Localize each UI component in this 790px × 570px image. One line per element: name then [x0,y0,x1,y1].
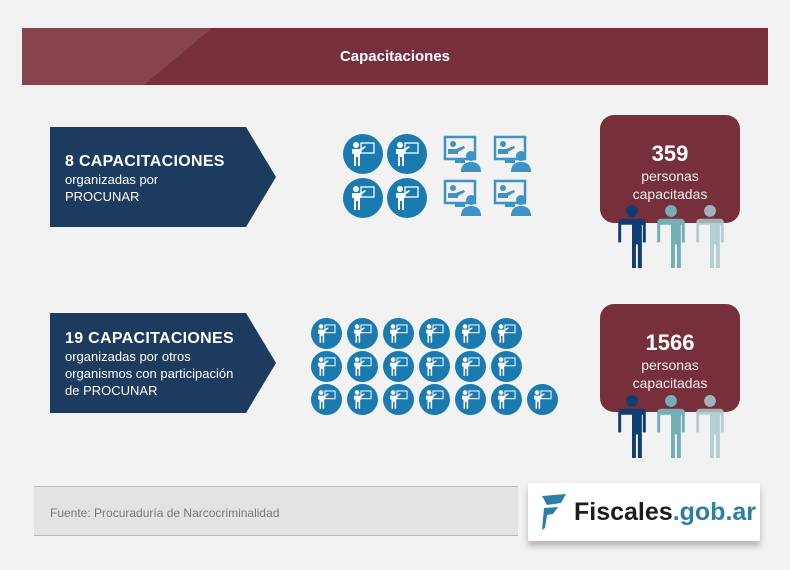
teacher-icon [347,384,378,415]
teacher-icon [347,318,378,349]
teacher-icon [527,384,558,415]
teacher-icon [455,384,486,415]
section-2-desc: organismos con participación [65,366,234,381]
person-icon [618,205,646,268]
teacher-icon [343,134,383,174]
teacher-icon [491,318,522,349]
virtual-class-icon [493,178,533,218]
person-icon [696,395,724,458]
teacher-icon [311,384,342,415]
count-label: personas [641,168,699,184]
teacher-icon [455,318,486,349]
fiscales-logo[interactable]: Fiscales.gob.ar [528,483,760,541]
person-icon [618,395,646,458]
section-1-desc: PROCUNAR [65,189,140,204]
section-2-banner: 19 CAPACITACIONES organizadas por otros … [50,313,276,413]
virtual-class-icon [443,134,483,174]
section-2-desc: organizadas por otros [65,349,191,364]
source-note: Fuente: Procuraduría de Narcocriminalida… [34,486,518,536]
logo-name: Fiscales [574,497,673,526]
section-2-count: 1566 [645,330,695,355]
teacher-icon [383,318,414,349]
count-label: capacitadas [632,375,708,391]
teacher-icon [311,351,342,382]
section-1-count: 359 [651,141,689,166]
count-label: personas [641,357,699,373]
section-1-stat: 359 personas capacitadas [600,115,740,223]
teacher-icon [383,384,414,415]
section-2-icons [311,318,558,415]
empty-slot [527,318,558,349]
teacher-icon [491,351,522,382]
section-2-desc: de PROCUNAR [65,383,158,398]
section-1-desc: organizadas por [65,172,159,187]
person-icon [657,205,685,268]
section-1-icons [343,134,515,218]
teacher-icon [419,351,450,382]
section-2-stat: 1566 personas capacitadas [600,304,740,412]
person-icon [657,395,685,458]
section-1-banner: 8 CAPACITACIONES organizadas por PROCUNA… [50,127,276,227]
section-2-people [618,395,724,458]
teacher-icon [387,178,427,218]
page-title: Capacitaciones [339,48,451,65]
teacher-icon [419,384,450,415]
teacher-icon [455,351,486,382]
teacher-icon [491,384,522,415]
section-2-headline: 19 CAPACITACIONES [65,330,234,347]
person-icon [696,205,724,268]
section-1-headline: 8 CAPACITACIONES [65,153,225,170]
teacher-icon [387,134,427,174]
teacher-icon [383,351,414,382]
teacher-icon [311,318,342,349]
empty-slot [527,351,558,382]
count-label: capacitadas [632,186,708,202]
header-bar: Capacitaciones [22,28,768,85]
teacher-icon [419,318,450,349]
virtual-class-icon [443,178,483,218]
section-1-people [618,205,724,268]
teacher-icon [347,351,378,382]
logo-mark-icon [542,494,566,530]
teacher-icon [343,178,383,218]
logo-domain: .gob.ar [672,497,757,526]
virtual-class-icon [493,134,533,174]
